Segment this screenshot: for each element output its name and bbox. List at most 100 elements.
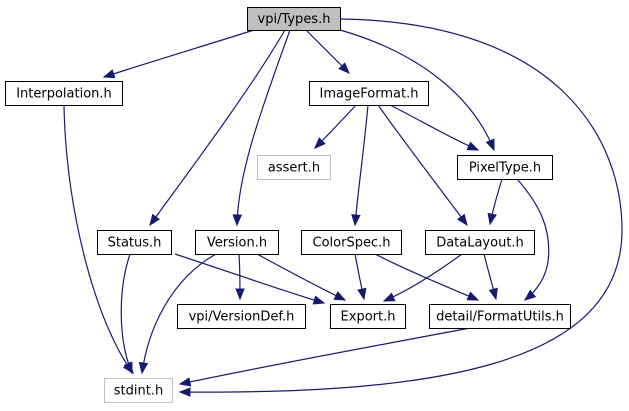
edge-line xyxy=(174,253,325,304)
node-label: vpi/VersionDef.h xyxy=(189,310,295,325)
edge-formatutils-to-stdint xyxy=(178,327,471,387)
edge-line xyxy=(377,104,468,226)
node-box xyxy=(457,155,553,180)
edge-imageformat-to-pixeltype xyxy=(389,104,480,151)
node-imageformat[interactable]: ImageFormat.h xyxy=(309,81,429,106)
arrowhead-icon xyxy=(333,291,347,301)
edge-datalayout-to-formatutils xyxy=(483,253,498,301)
edge-version-to-stdint xyxy=(138,253,217,375)
node-types[interactable]: vpi/Types.h xyxy=(247,7,341,31)
edge-line xyxy=(256,253,346,301)
edges-layer xyxy=(63,18,623,397)
edge-line xyxy=(179,18,623,393)
node-label: Interpolation.h xyxy=(16,87,112,102)
edge-status-to-export xyxy=(174,253,326,305)
edge-line xyxy=(236,29,291,226)
node-colorspec[interactable]: ColorSpec.h xyxy=(301,230,402,255)
node-pixeltype[interactable]: PixelType.h xyxy=(457,155,553,180)
arrowhead-icon xyxy=(235,288,245,301)
edge-line xyxy=(149,29,286,226)
node-box xyxy=(195,230,279,255)
node-box xyxy=(257,155,331,180)
edge-line xyxy=(141,253,217,374)
edge-datalayout-to-export xyxy=(382,253,463,302)
arrowhead-icon xyxy=(102,69,116,79)
node-label: PixelType.h xyxy=(469,161,541,176)
node-box xyxy=(177,304,306,329)
arrowhead-icon xyxy=(338,62,350,74)
edge-line xyxy=(516,178,550,301)
node-label: DataLayout.h xyxy=(436,236,524,251)
arrowhead-icon xyxy=(485,138,495,152)
edge-line xyxy=(383,253,463,302)
arrowhead-icon xyxy=(487,212,497,226)
node-box xyxy=(429,304,571,329)
arrowhead-icon xyxy=(232,214,242,227)
edge-imageformat-to-assert xyxy=(314,104,357,149)
arrowhead-icon xyxy=(466,141,480,151)
edge-pixeltype-to-datalayout xyxy=(487,178,503,226)
node-export[interactable]: Export.h xyxy=(330,304,406,329)
arrowhead-icon xyxy=(456,213,468,227)
arrowhead-icon xyxy=(138,361,149,375)
node-version[interactable]: Version.h xyxy=(195,230,279,255)
edge-types-to-interpolation xyxy=(102,29,255,79)
node-versiondef[interactable]: vpi/VersionDef.h xyxy=(177,304,306,329)
node-box xyxy=(330,304,406,329)
arrowhead-icon xyxy=(178,387,191,397)
node-label: Version.h xyxy=(207,236,267,251)
node-label: Export.h xyxy=(341,310,396,325)
node-box xyxy=(97,230,172,255)
edge-pixeltype-to-formatutils xyxy=(516,178,550,301)
node-label: stdint.h xyxy=(114,384,163,399)
edge-imageformat-to-datalayout xyxy=(377,104,468,227)
node-label: vpi/Types.h xyxy=(258,12,331,27)
arrowhead-icon xyxy=(314,137,326,149)
edge-line xyxy=(374,253,479,301)
edge-status-to-stdint xyxy=(120,253,133,375)
arrowhead-icon xyxy=(357,287,367,301)
arrowhead-icon xyxy=(123,361,133,375)
arrowhead-icon xyxy=(149,213,161,227)
edge-line xyxy=(120,253,133,374)
node-interpolation[interactable]: Interpolation.h xyxy=(5,81,123,106)
node-box xyxy=(301,230,402,255)
node-label: ImageFormat.h xyxy=(320,87,419,102)
edge-line xyxy=(339,29,495,151)
arrowhead-icon xyxy=(466,291,480,301)
arrowhead-icon xyxy=(523,289,537,301)
edge-line xyxy=(179,327,471,385)
edge-colorspec-to-export xyxy=(354,253,367,301)
node-label: detail/FormatUtils.h xyxy=(436,310,564,325)
edge-imageformat-to-colorspec xyxy=(351,104,369,227)
node-formatutils[interactable]: detail/FormatUtils.h xyxy=(429,304,571,329)
node-box xyxy=(5,81,123,106)
arrowhead-icon xyxy=(351,214,361,227)
arrowhead-icon xyxy=(312,295,326,305)
edge-line xyxy=(354,104,369,226)
edge-colorspec-to-formatutils xyxy=(374,253,480,301)
node-label: assert.h xyxy=(268,161,320,176)
edge-types-to-pixeltype xyxy=(339,29,495,152)
edge-line xyxy=(63,104,134,374)
node-datalayout[interactable]: DataLayout.h xyxy=(425,230,535,255)
edge-line xyxy=(103,29,255,78)
node-box xyxy=(425,230,535,255)
edge-line xyxy=(389,104,479,151)
edge-version-to-export xyxy=(256,253,347,301)
node-box xyxy=(309,81,429,106)
node-box xyxy=(104,378,173,403)
edge-types-to-status xyxy=(149,29,286,227)
edge-types-to-stdint xyxy=(178,18,623,397)
arrowhead-icon xyxy=(178,377,192,387)
node-label: ColorSpec.h xyxy=(313,236,391,251)
node-label: Status.h xyxy=(108,236,162,251)
edge-types-to-version xyxy=(232,29,291,227)
node-status[interactable]: Status.h xyxy=(97,230,172,255)
arrowhead-icon xyxy=(488,287,498,301)
arrowhead-icon xyxy=(382,292,396,302)
edge-version-to-versiondef xyxy=(235,253,245,301)
node-box xyxy=(247,7,341,31)
